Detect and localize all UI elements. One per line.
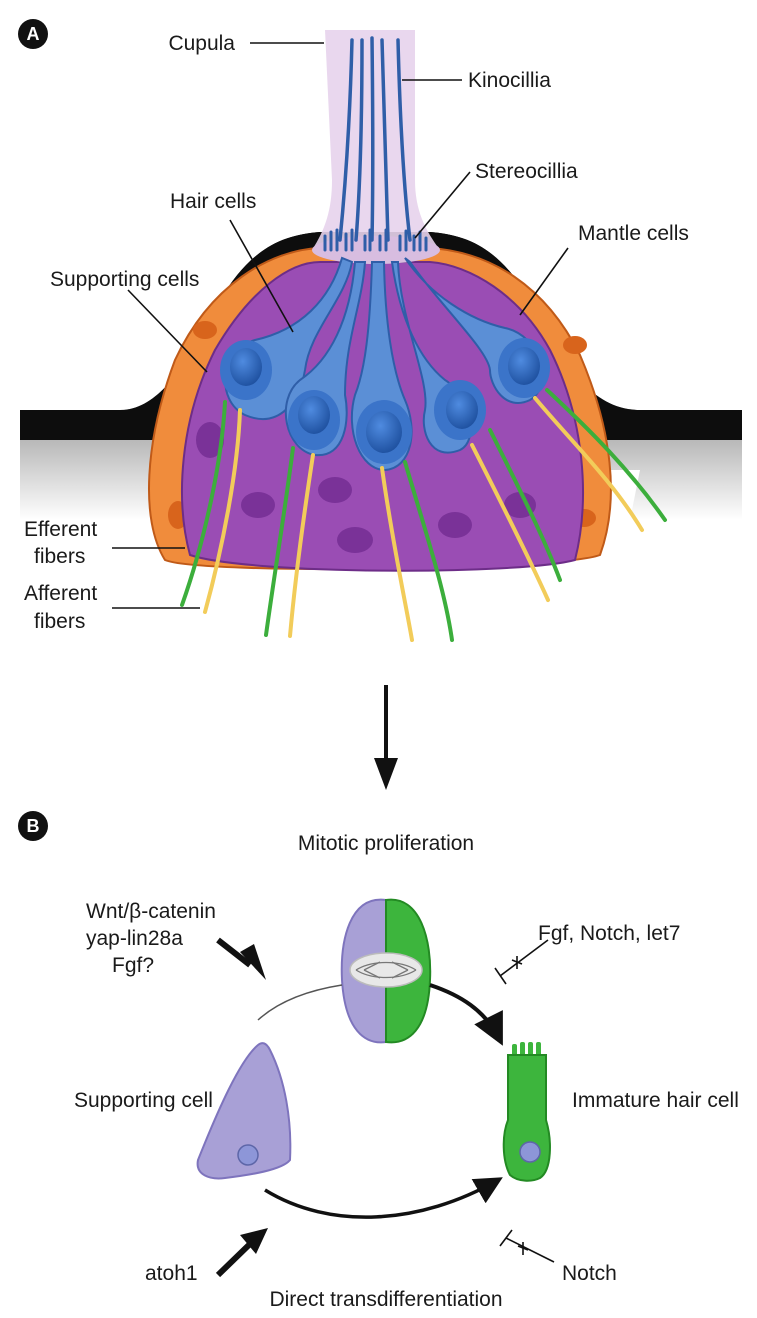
- cupula-base: [312, 236, 440, 264]
- label-atoh1: atoh1: [145, 1262, 198, 1285]
- supporting-nucleus: [438, 512, 472, 538]
- hair-cell-nucleus: [230, 348, 262, 386]
- stereocilia: [323, 228, 428, 252]
- label-kinocillia: Kinocillia: [468, 69, 551, 92]
- kinocilia: [338, 36, 412, 242]
- efferent-fibers: [180, 388, 667, 642]
- hair-cells: [220, 256, 550, 472]
- activator-arrow-bottom: [215, 1228, 268, 1278]
- dividing-progenitor: [340, 898, 432, 1044]
- label-direct-transdifferentiation: Direct transdifferentiation: [269, 1288, 502, 1311]
- proliferation-arc-right: [429, 983, 503, 1046]
- panel-a: A: [18, 19, 742, 642]
- afferent-fibers: [203, 396, 644, 642]
- label-cupula: Cupula: [168, 32, 235, 55]
- cupula: [312, 30, 440, 250]
- hair-cell-nucleus: [446, 391, 478, 429]
- immature-hair-cell-icon: [502, 1042, 551, 1182]
- label-supporting-cells: Supporting cells: [50, 268, 199, 291]
- label-efferent-line2: fibers: [34, 545, 85, 568]
- supporting-nucleus: [196, 422, 224, 458]
- panel-b: B Mitotic proliferation: [18, 811, 739, 1311]
- hair-cell-nucleus: [366, 411, 402, 453]
- label-wnt-beta-catenin: Wnt/β-catenin: [86, 900, 216, 923]
- label-supporting-cell: Supporting cell: [74, 1089, 213, 1112]
- hair-cell-nucleus: [298, 396, 330, 434]
- label-notch: Notch: [562, 1262, 617, 1285]
- label-inhibitors-top: Fgf, Notch, let7: [538, 922, 680, 945]
- activator-arrow-top: [216, 937, 266, 980]
- label-mitotic-proliferation: Mitotic proliferation: [298, 832, 474, 855]
- panel-b-badge: [18, 811, 48, 841]
- panel-a-badge: [18, 19, 48, 49]
- mantle-nucleus: [193, 321, 217, 339]
- label-yap-lin28a: yap-lin28a: [86, 927, 183, 950]
- mantle-nucleus: [563, 336, 587, 354]
- label-stereocillia: Stereocillia: [475, 160, 578, 183]
- panel-b-letter: B: [27, 816, 40, 836]
- label-hair-cells: Hair cells: [170, 190, 256, 213]
- label-afferent-line2: fibers: [34, 610, 85, 633]
- supporting-cell-icon: [196, 1042, 292, 1180]
- supporting-nucleus: [241, 492, 275, 518]
- leader-lines: [112, 42, 569, 609]
- label-efferent-line1: Efferent: [24, 518, 97, 541]
- panel-a-letter: A: [27, 24, 40, 44]
- label-mantle-cells: Mantle cells: [578, 222, 689, 245]
- hair-cell-nucleus: [508, 347, 540, 385]
- transdifferentiation-arc: [264, 1177, 503, 1219]
- label-afferent-line1: Afferent: [24, 582, 97, 605]
- supporting-nucleus: [318, 477, 352, 503]
- label-immature-hair-cell: Immature hair cell: [572, 1089, 739, 1112]
- supporting-nucleus: [337, 527, 373, 553]
- transition-arrow: [374, 685, 398, 790]
- inhibitor-symbol-top: [494, 939, 549, 985]
- inhibitor-symbol-bottom: [499, 1229, 555, 1263]
- proliferation-arc-left: [257, 984, 343, 1021]
- label-fgf-question: Fgf?: [112, 954, 154, 977]
